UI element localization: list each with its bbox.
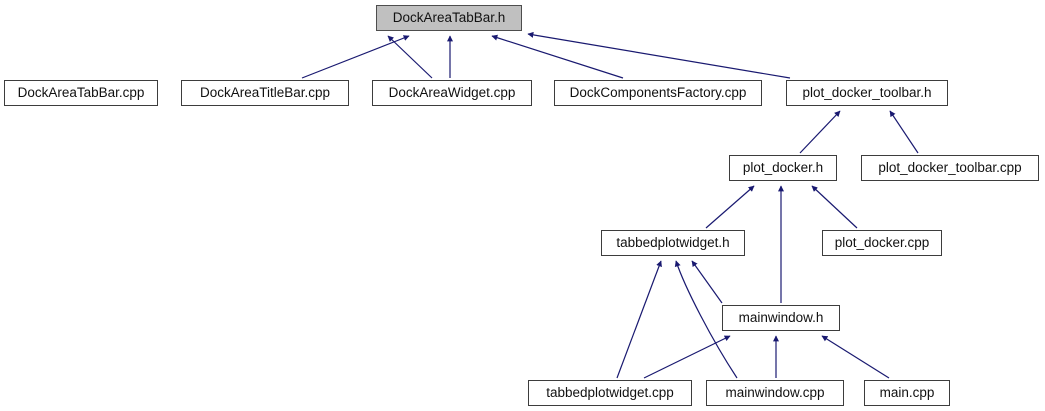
graph-edge-dockcomponentsfactory_cpp-to-dockareatabbar_h xyxy=(491,34,624,79)
graph-node-label: plot_docker_toolbar.h xyxy=(802,85,932,101)
graph-edge-plot_docker_toolbar_cpp-to-plot_docker_toolbar_h xyxy=(889,110,919,154)
graph-node-label: DockAreaWidget.cpp xyxy=(388,85,516,101)
graph-node-label: plot_docker_toolbar.cpp xyxy=(878,160,1022,176)
graph-node-label: main.cpp xyxy=(879,385,935,401)
graph-node-tabbedplotwidget_cpp[interactable]: tabbedplotwidget.cpp xyxy=(528,380,692,406)
graph-node-label: DockAreaTabBar.cpp xyxy=(17,85,145,101)
graph-node-mainwindow_h[interactable]: mainwindow.h xyxy=(722,305,840,331)
graph-node-dockcomponentsfactory_cpp[interactable]: DockComponentsFactory.cpp xyxy=(554,80,762,106)
graph-node-label: mainwindow.cpp xyxy=(725,385,825,401)
graph-edge-plot_docker_cpp-to-plot_docker_h xyxy=(811,185,858,229)
graph-edge-tabbedplotwidget_h-to-plot_docker_h xyxy=(705,185,755,229)
graph-node-mainwindow_cpp[interactable]: mainwindow.cpp xyxy=(706,380,844,406)
graph-node-label: DockComponentsFactory.cpp xyxy=(569,85,747,101)
graph-node-plot_docker_toolbar_cpp[interactable]: plot_docker_toolbar.cpp xyxy=(861,155,1039,181)
graph-node-label: mainwindow.h xyxy=(738,310,824,326)
graph-node-label: DockAreaTabBar.h xyxy=(392,10,506,26)
graph-edge-tabbedplotwidget_cpp-to-mainwindow_h xyxy=(643,335,731,379)
graph-node-main_cpp[interactable]: main.cpp xyxy=(864,380,950,406)
graph-node-dockareatabbar_h[interactable]: DockAreaTabBar.h xyxy=(376,5,522,31)
graph-edge-dockareatabbar_cpp-to-dockareatabbar_h xyxy=(387,35,433,79)
graph-edge-mainwindow_h-to-tabbedplotwidget_h xyxy=(691,260,723,304)
graph-node-label: tabbedplotwidget.h xyxy=(616,235,730,251)
graph-node-tabbedplotwidget_h[interactable]: tabbedplotwidget.h xyxy=(601,230,745,256)
graph-edge-tabbedplotwidget_cpp-to-tabbedplotwidget_h xyxy=(616,260,662,379)
graph-node-dockareatitlebar_cpp[interactable]: DockAreaTitleBar.cpp xyxy=(181,80,349,106)
graph-edge-main_cpp-to-mainwindow_h xyxy=(821,335,890,379)
graph-node-label: plot_docker.h xyxy=(742,160,824,176)
graph-node-label: plot_docker.cpp xyxy=(834,235,930,251)
graph-node-plot_docker_cpp[interactable]: plot_docker.cpp xyxy=(822,230,942,256)
graph-edge-plot_docker_toolbar_h-to-dockareatabbar_h xyxy=(527,31,791,79)
graph-edge-plot_docker_h-to-plot_docker_toolbar_h xyxy=(799,110,841,154)
graph-node-label: tabbedplotwidget.cpp xyxy=(546,385,674,401)
graph-node-label: DockAreaTitleBar.cpp xyxy=(199,85,331,101)
graph-node-plot_docker_h[interactable]: plot_docker.h xyxy=(729,155,837,181)
graph-node-dockareawidget_cpp[interactable]: DockAreaWidget.cpp xyxy=(372,80,532,106)
graph-node-plot_docker_toolbar_h[interactable]: plot_docker_toolbar.h xyxy=(786,80,948,106)
graph-node-dockareatabbar_cpp[interactable]: DockAreaTabBar.cpp xyxy=(4,80,158,106)
graph-edge-dockareatitlebar_cpp-to-dockareatabbar_h xyxy=(301,35,410,79)
